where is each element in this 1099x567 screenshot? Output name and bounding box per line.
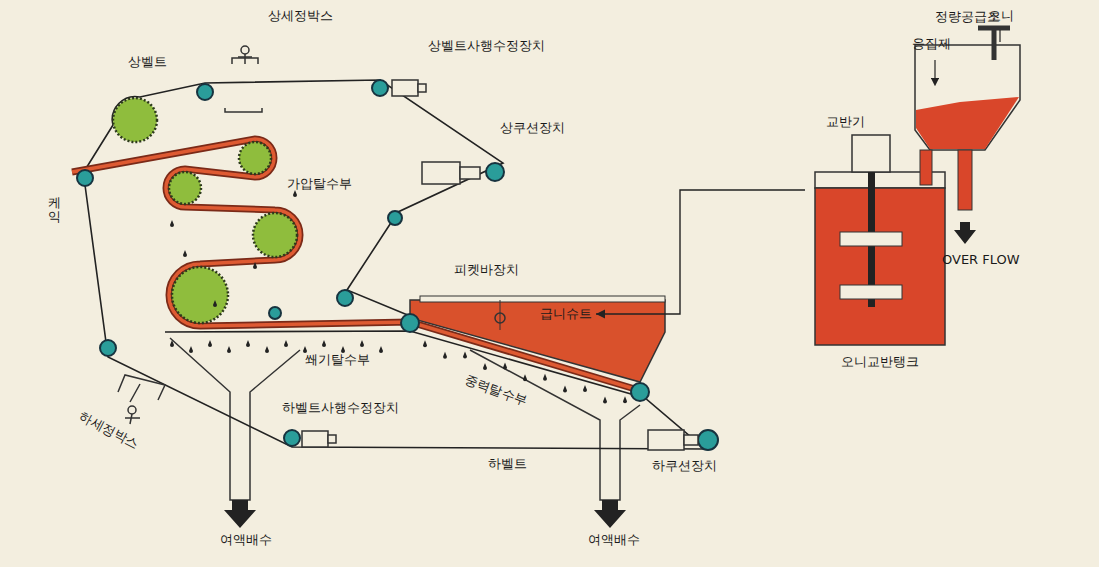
part-label: 교반기 — [826, 114, 865, 130]
arrowhead — [596, 310, 605, 319]
mixer-blade — [840, 232, 902, 246]
feed-pipe — [920, 150, 932, 185]
connector-line — [596, 190, 805, 314]
part-label: 피켓바장치 — [454, 262, 519, 278]
chute-top — [420, 296, 665, 302]
inlet-arrow — [934, 60, 935, 82]
drop — [253, 262, 257, 269]
drop — [284, 340, 288, 347]
actuator — [302, 80, 698, 450]
drop — [463, 351, 467, 358]
roller — [77, 80, 718, 450]
part-label: 상벨트 — [128, 54, 167, 70]
drop — [503, 363, 507, 370]
part-label: 여액배수 — [220, 532, 272, 548]
part-label: OVER FLOW — [942, 252, 1020, 268]
drop — [213, 300, 217, 307]
drop — [183, 250, 187, 257]
drop — [265, 346, 269, 353]
drop — [623, 396, 627, 403]
part-label: 상벨트사행수정장치 — [428, 38, 545, 54]
hopper-node: 정량공급조 — [905, 4, 1030, 196]
drop — [583, 385, 587, 392]
tank-node: 오니교반탱크 — [805, 168, 955, 373]
drop — [341, 346, 345, 353]
drop — [483, 363, 487, 370]
drop — [563, 385, 567, 392]
mixer-motor — [852, 135, 890, 172]
drop — [293, 190, 297, 197]
drop — [423, 340, 427, 347]
node-text: 오니교반탱크 — [841, 353, 919, 371]
drop — [603, 397, 607, 404]
part-label: 가압탈수부 — [287, 176, 352, 192]
picket-bar — [500, 300, 501, 330]
overflow-arrow — [954, 222, 976, 244]
drop — [170, 340, 174, 347]
sludge-inlet — [978, 28, 1010, 60]
part-label: 하벨트 — [488, 456, 527, 472]
feed-pipe-connector — [596, 190, 805, 319]
chute-body — [410, 300, 665, 382]
drain-arrow — [224, 500, 256, 528]
mixer-blade — [840, 285, 902, 299]
part-label: 하쿠션장치 — [652, 458, 717, 474]
part-label: 여액배수 — [588, 532, 640, 548]
drop — [170, 220, 174, 227]
drop — [443, 352, 447, 359]
part-label: 상쿠션장치 — [500, 120, 565, 136]
press-drum — [113, 98, 297, 323]
node-text: 급니슈트 — [540, 305, 592, 323]
part-label: 중력탈수부 — [463, 372, 529, 409]
part-label: 케익 — [48, 196, 61, 225]
upper-belt — [85, 80, 503, 316]
tank-body — [815, 188, 945, 345]
part-label: 오니 — [988, 8, 1014, 24]
hopper-sludge — [916, 97, 1019, 149]
overflow-pipe — [958, 150, 972, 210]
drop — [303, 346, 307, 353]
chute-node: 급니슈트 — [536, 302, 596, 326]
drop — [246, 340, 250, 347]
filtrate-drops — [170, 190, 627, 404]
drop — [189, 346, 193, 353]
drop — [543, 374, 547, 381]
drop — [322, 340, 326, 347]
drop — [208, 340, 212, 347]
drop — [227, 346, 231, 353]
part-label: 응집제 — [912, 36, 951, 52]
part-label: 하세정박스 — [77, 408, 142, 452]
part-label: 상세정박스 — [268, 8, 333, 24]
part-label: 하벨트사행수정장치 — [282, 400, 399, 416]
drop — [379, 346, 383, 353]
wash-box — [118, 46, 262, 424]
drain-arrow — [594, 500, 626, 528]
cake-belt — [72, 139, 645, 392]
part-label: 쐐기탈수부 — [305, 352, 370, 368]
drop — [360, 340, 364, 347]
sludge-layer — [72, 139, 645, 392]
hopper — [915, 45, 1020, 150]
drop — [523, 374, 527, 381]
inlet-arrow — [999, 30, 1000, 42]
